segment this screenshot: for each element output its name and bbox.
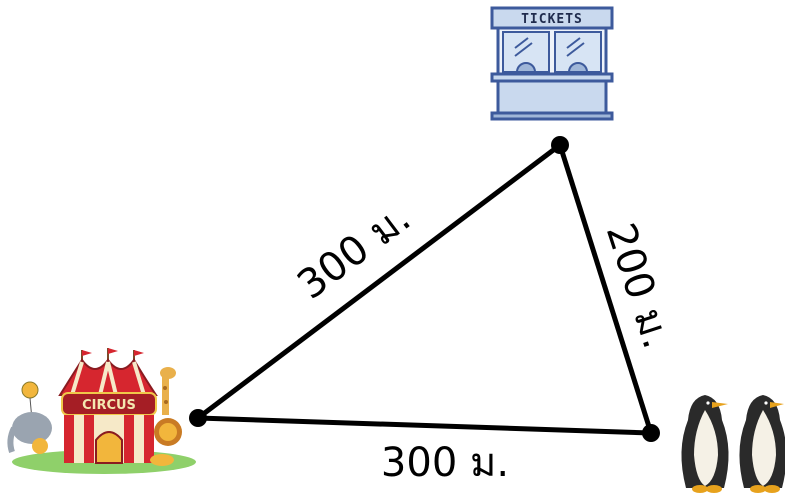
circus-tent-icon: CIRCUS [7, 348, 196, 474]
ticket-booth-icon: TICKETS [490, 6, 614, 121]
edge-tickets-penguins [557, 144, 654, 434]
vertex-circus [189, 409, 207, 427]
circus-sign-text: CIRCUS [82, 398, 136, 413]
penguin-pair-icon [681, 395, 785, 493]
distance-label-circus-tickets: 300 ม. [289, 195, 419, 309]
vertex-penguins [642, 424, 660, 442]
edge-circus-tickets [196, 143, 562, 420]
penguin-right [739, 395, 785, 493]
penguin-left [681, 395, 729, 493]
tickets-sign-text: TICKETS [521, 12, 583, 27]
distance-label-circus-penguins: 300 ม. [381, 440, 509, 486]
distance-label-tickets-penguins: 200 ม. [597, 218, 680, 354]
vertex-tickets [551, 136, 569, 154]
edge-circus-penguins [197, 415, 652, 436]
